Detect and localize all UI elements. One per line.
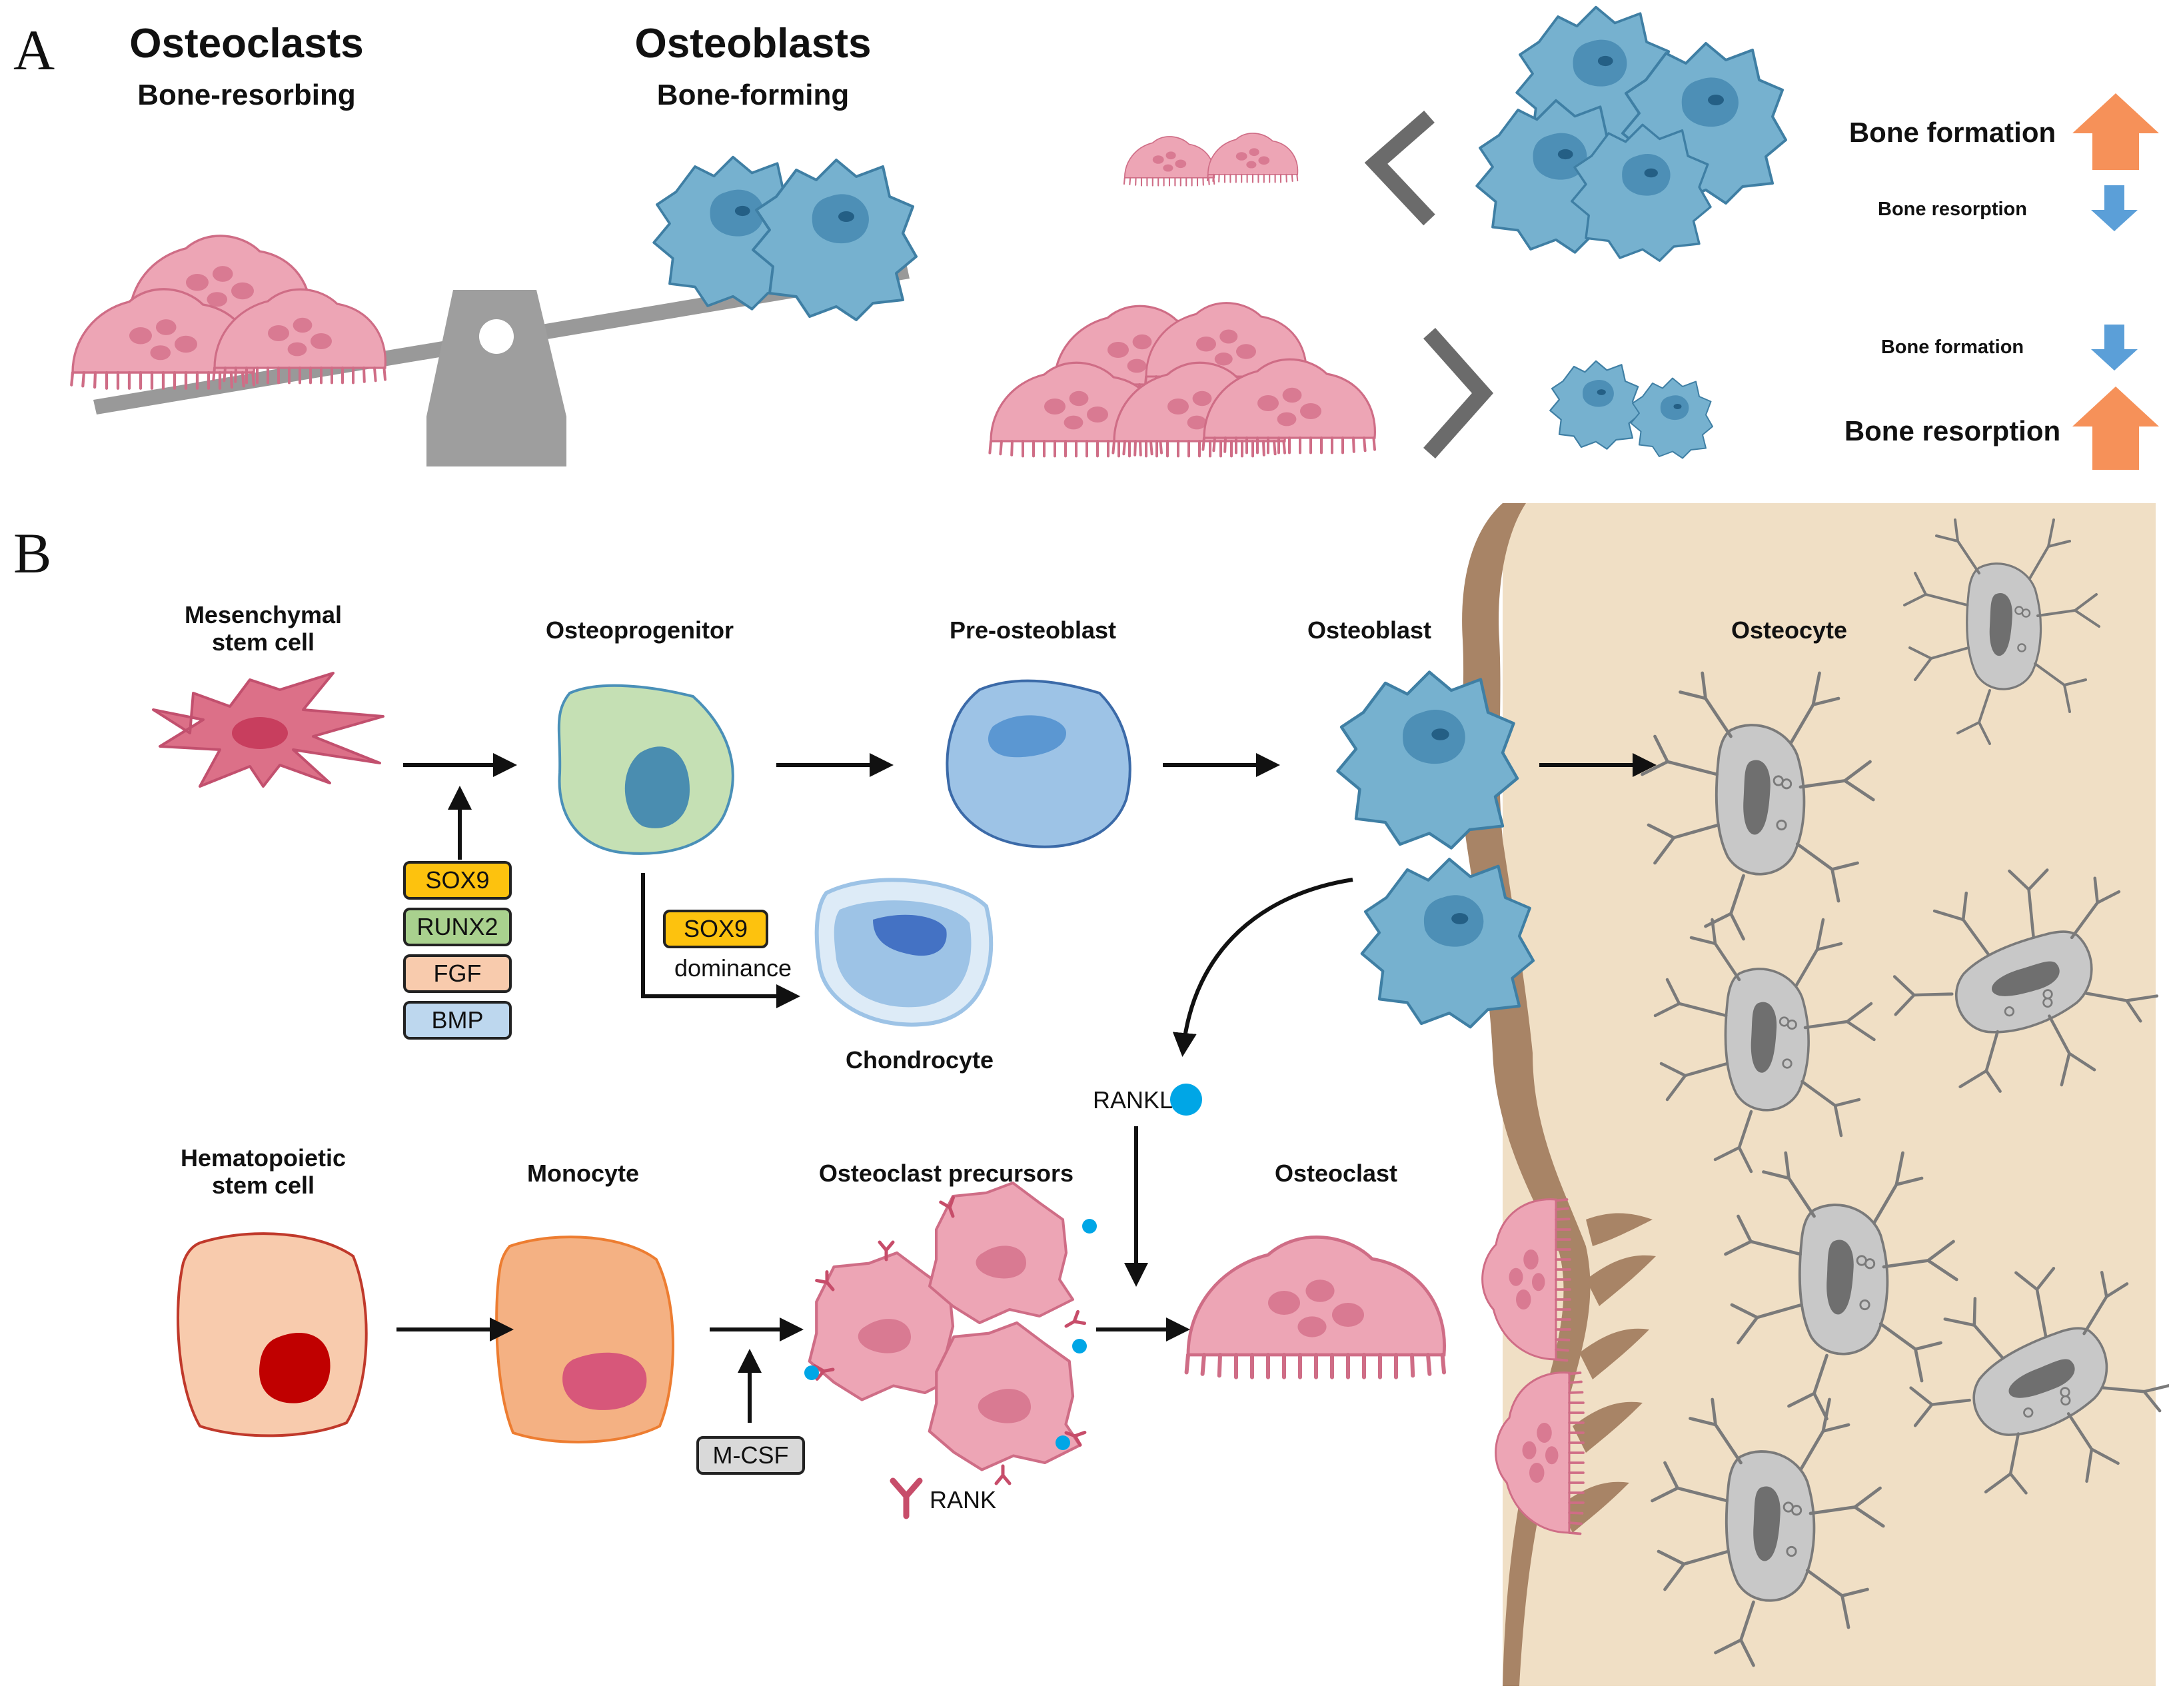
resorption-dominant-case	[990, 301, 1713, 459]
rank-label: RANK	[930, 1486, 997, 1513]
osteocyte-label: Osteocyte	[1731, 616, 1848, 644]
seesaw-osteoblast-group	[652, 155, 918, 321]
arrow-up-bone-resorption-icon	[2072, 387, 2159, 470]
lineage-arrows	[403, 753, 1657, 1287]
formation-dominant-case	[1123, 5, 1787, 262]
panel-a-letter: A	[13, 18, 55, 82]
dominance-label: dominance	[674, 954, 792, 982]
chondrocyte-icon	[814, 878, 994, 1027]
arrow-up-bone-formation-icon	[2072, 93, 2159, 170]
rankl-ligand-icon	[1170, 1084, 1202, 1116]
msc-label: Mesenchymal stem cell	[184, 601, 343, 656]
osteoclasts-subtitle: Bone-resorbing	[137, 79, 356, 111]
osteoclast-lineage-arrows	[396, 1317, 1190, 1423]
arrow-down-bone-resorption-icon	[2091, 185, 2138, 231]
osteoblasts-subtitle: Bone-forming	[656, 79, 850, 111]
hsc-label: Hematopoietic stem cell	[180, 1144, 347, 1200]
chondrocyte-label: Chondrocyte	[845, 1046, 994, 1074]
rankl-label: RANKL	[1092, 1086, 1173, 1114]
osteoclasts-title: Osteoclasts	[129, 21, 364, 67]
top-case-bone-formation-label: Bone formation	[1848, 117, 2056, 148]
mcsf-box: M-CSF	[696, 1436, 805, 1475]
factor-bmp: BMP	[403, 1001, 512, 1040]
osteoblasts-title: Osteoblasts	[634, 21, 872, 67]
mesenchymal-stem-cell-icon	[152, 672, 384, 788]
monocyte-label: Monocyte	[526, 1160, 639, 1187]
factor-sox9: SOX9	[403, 861, 512, 900]
arrow-down-bone-formation-icon	[2091, 325, 2138, 371]
factor-fgf: FGF	[403, 954, 512, 993]
sox9-dominance-box: SOX9	[663, 910, 768, 948]
hematopoietic-stem-cell-icon	[177, 1232, 368, 1437]
osteoprogenitor-icon	[557, 684, 734, 855]
rank-receptor-legend-icon	[890, 1477, 923, 1519]
osteoclast-label: Osteoclast	[1274, 1160, 1398, 1187]
osteoblast-label: Osteoblast	[1307, 616, 1432, 644]
top-case-bone-resorption-label: Bone resorption	[1878, 199, 2027, 220]
osteoclast-precursors-icon	[804, 1182, 1097, 1483]
pre-osteoblast-label: Pre-osteoblast	[949, 616, 1117, 644]
osteoclast-precursors-label: Osteoclast precursors	[818, 1160, 1074, 1187]
panel-b-letter: B	[13, 521, 52, 585]
osteoprogenitor-label: Osteoprogenitor	[545, 616, 734, 644]
seesaw-osteoclast-group	[71, 236, 385, 389]
monocyte-icon	[495, 1236, 674, 1443]
bottom-case-bone-resorption-label: Bone resorption	[1844, 415, 2061, 446]
bottom-case-bone-formation-label: Bone formation	[1880, 337, 2024, 358]
pre-osteoblast-icon	[946, 679, 1131, 848]
factor-runx2: RUNX2	[403, 908, 512, 946]
